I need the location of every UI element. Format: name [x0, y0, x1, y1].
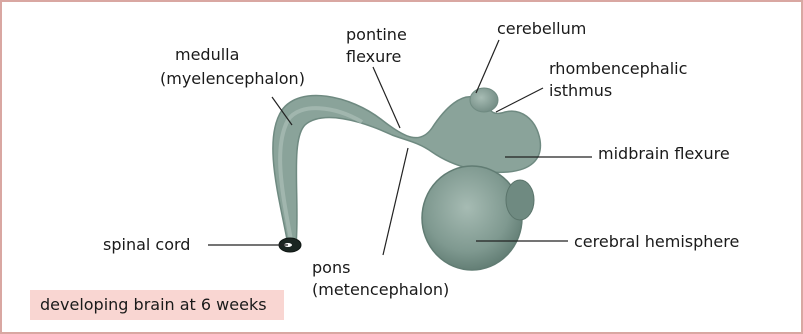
leader-rhombencephalic-isthmus — [496, 88, 543, 112]
leader-cerebellum — [476, 40, 499, 93]
label-myelencephalon: (myelencephalon) — [160, 68, 305, 90]
label-metencephalon: (metencephalon) — [312, 279, 449, 301]
label-spinal-cord: spinal cord — [103, 234, 190, 256]
cerebral-hemisphere-shape — [422, 166, 534, 270]
label-pontine: pontine — [346, 24, 407, 46]
caption-text: developing brain at 6 weeks — [40, 294, 267, 316]
label-flexure: flexure — [346, 46, 401, 68]
label-pons: pons — [312, 257, 350, 279]
label-cerebellum: cerebellum — [497, 18, 586, 40]
cerebellum-shape — [470, 88, 498, 112]
label-cerebral-hemisphere: cerebral hemisphere — [574, 231, 739, 253]
label-midbrain-flexure: midbrain flexure — [598, 143, 730, 165]
label-medulla: medulla — [175, 44, 239, 66]
label-rhombencephalic: rhombencephalic — [549, 58, 687, 80]
leader-pons — [383, 148, 408, 255]
caption-box: developing brain at 6 weeks — [30, 290, 284, 320]
label-isthmus: isthmus — [549, 80, 612, 102]
